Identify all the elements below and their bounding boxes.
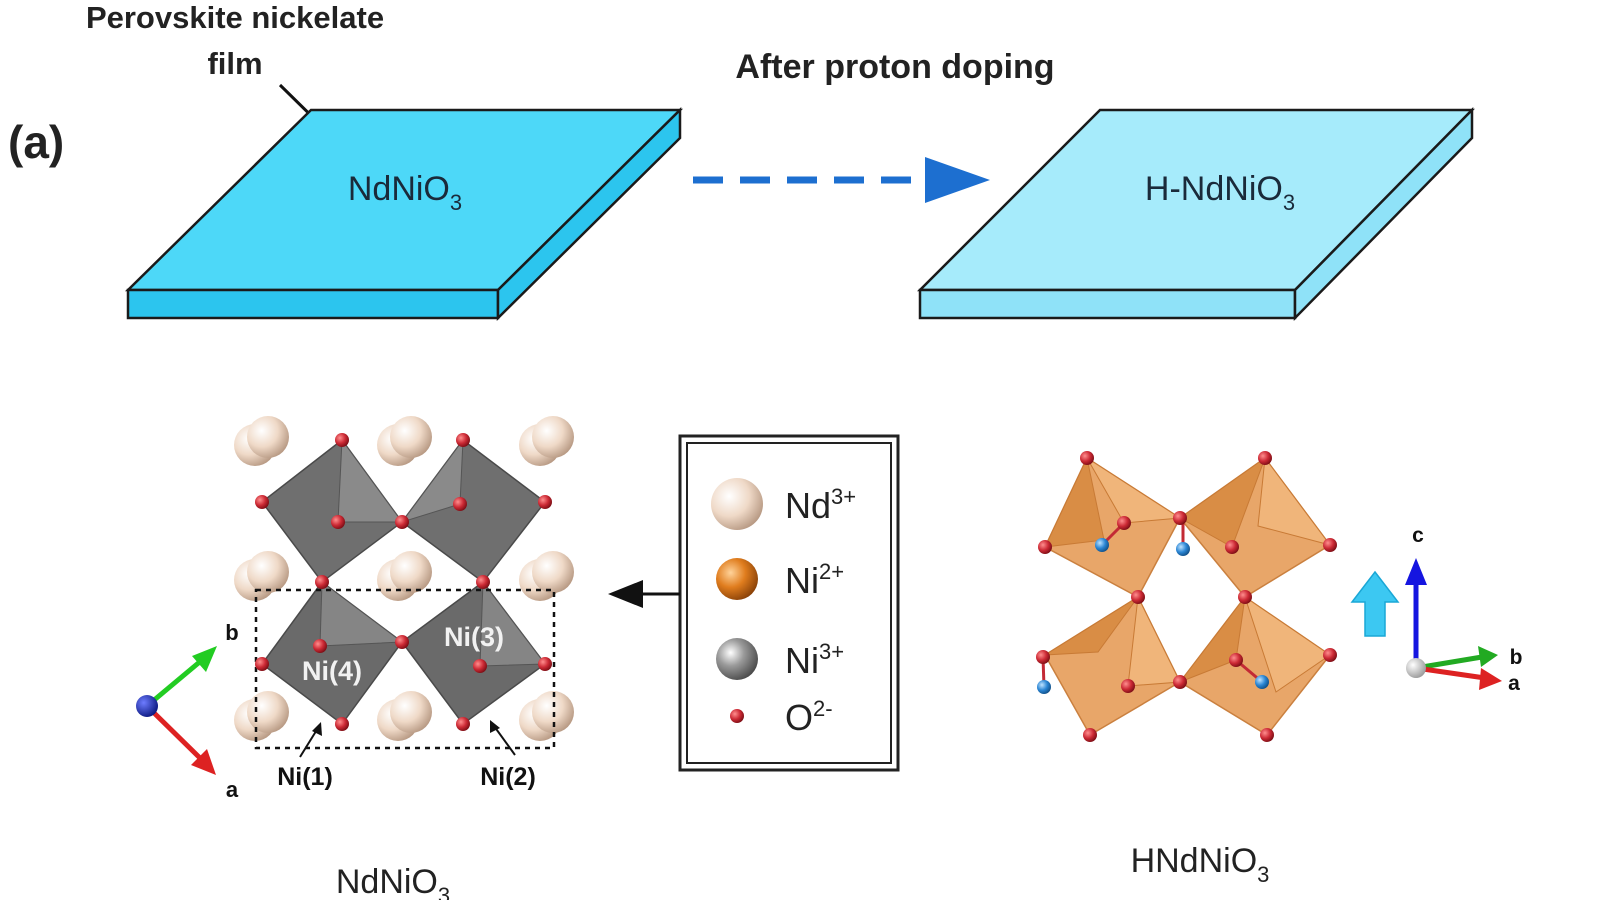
process-label: After proton doping [735,48,1054,86]
axis-label-a: a [226,777,239,802]
crystal-structure-ndnio3: Ni(4) Ni(3) Ni(1) Ni(2) b a [136,416,574,802]
legend-label-nd: Nd3+ [785,484,856,526]
axis-label-b-right: b [1510,646,1523,669]
axis-label-a-right: a [1508,672,1520,695]
nio6-octahedra-doped [1043,456,1332,737]
nd-sphere-group [234,416,574,741]
oxygen-ion-icon [730,709,744,723]
film-label-ndnio3: NdNiO3 [348,170,462,215]
ni2-ion-icon [716,558,758,600]
callout-line-2: film [207,46,262,81]
nd-ion-icon [711,478,763,530]
film-slab-h-ndnio3: H-NdNiO3 [916,106,1475,322]
crystal-structure-hndnio3: c b a [1036,451,1522,742]
film-slab-ndnio3: NdNiO3 [124,107,684,321]
ion-legend: Nd3+ Ni2+ Ni3+ O2- [678,434,900,772]
axis-label-b: b [225,620,238,645]
ni3-ion-icon [716,638,758,680]
structure-caption-ndnio3: NdNiO3 [336,863,450,900]
unit-cell-outline [254,588,556,750]
legend-label-ni2: Ni2+ [785,559,844,601]
oxygen-atoms [255,433,552,731]
process-arrow [693,157,990,203]
site-pointer-ni2 [490,720,516,756]
site-pointer-ni1 [299,722,322,758]
hydrogen-atoms [1037,538,1269,694]
site-label-ni3: Ni(3) [444,622,504,652]
oxygen-atoms-doped [1036,451,1337,742]
legend-label-o: O2- [785,696,833,738]
axis-label-c: c [1412,524,1424,547]
site-label-ni4: Ni(4) [302,656,362,686]
legend-label-ni3: Ni3+ [785,639,844,681]
film-label-h-ndnio3: H-NdNiO3 [1145,170,1295,215]
callout-line-1: Perovskite nickelate [86,0,384,35]
site-label-ni1: Ni(1) [277,763,333,791]
nio6-octahedra [260,438,547,726]
site-label-ni2: Ni(2) [480,763,536,791]
axis-triad-right: c b a [1405,524,1522,695]
axis-triad-left: b a [136,620,239,802]
panel-label: (a) [8,116,64,168]
structure-caption-hndnio3: HNdNiO3 [1131,842,1270,887]
legend-pointer-arrow [608,580,680,608]
up-arrow-icon [1350,570,1400,637]
